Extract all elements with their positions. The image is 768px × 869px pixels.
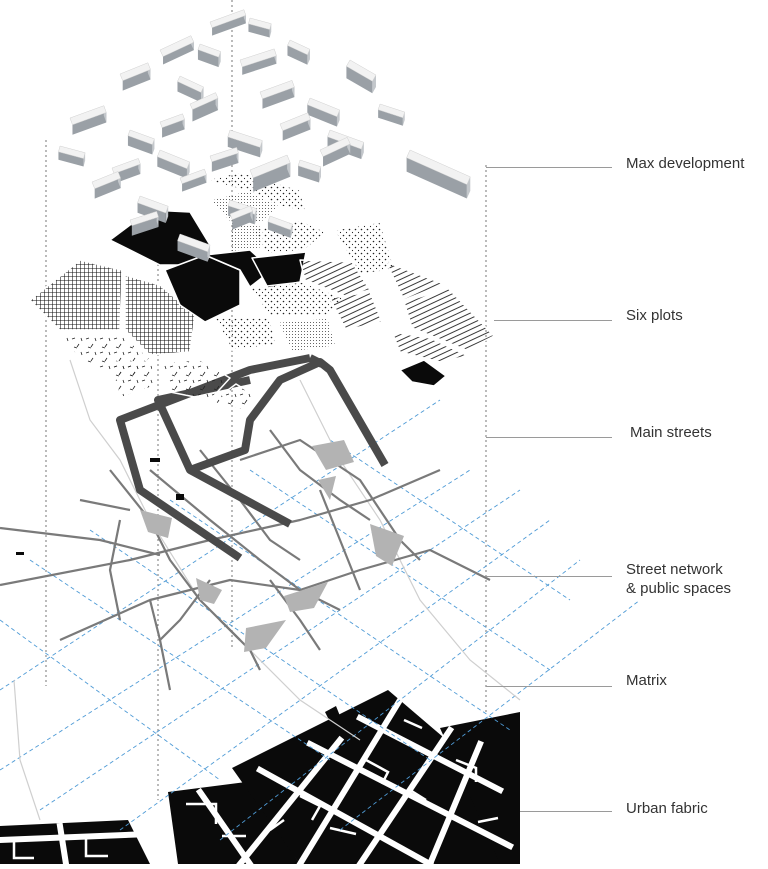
block-side [346, 66, 373, 94]
block-end [165, 206, 169, 224]
block-side [157, 156, 187, 179]
block-top [159, 35, 195, 57]
block-top [377, 103, 406, 119]
block-side [177, 240, 208, 262]
six-plots-label: Six plots [626, 307, 683, 324]
block-top [177, 233, 211, 253]
block-top [209, 9, 247, 28]
block-side [212, 15, 246, 36]
block-top [159, 113, 185, 128]
block-top [319, 136, 351, 157]
block-top [249, 154, 291, 179]
block-end [83, 152, 86, 167]
main-streets-leader [486, 437, 612, 438]
block-top [58, 145, 86, 159]
block-side [323, 143, 351, 167]
block-side [227, 136, 261, 158]
block-top [111, 158, 141, 174]
block-side [298, 165, 320, 183]
block-top [119, 62, 151, 82]
block-top [306, 97, 340, 117]
block-end [260, 140, 263, 158]
block-top [227, 129, 263, 148]
max-development-leader [486, 167, 612, 168]
block-side [162, 119, 185, 138]
block-top [239, 48, 277, 68]
urban-fabric-layer [0, 690, 520, 869]
block-side [262, 87, 295, 109]
block-top [69, 105, 107, 126]
block-top [179, 168, 207, 184]
max-development-layer [58, 9, 471, 262]
block-top [209, 147, 239, 163]
block-end [466, 176, 471, 199]
block-end [336, 109, 340, 127]
block-top [177, 75, 204, 93]
six-plots-leader [494, 320, 612, 321]
street-network-layer [0, 359, 521, 821]
block-side [94, 178, 121, 199]
block-top [248, 17, 272, 30]
block-end [372, 75, 376, 94]
main-streets-label: Main streets [630, 424, 712, 441]
block-side [253, 162, 291, 192]
block-side [177, 81, 202, 103]
block-end [254, 208, 257, 225]
block-side [378, 109, 403, 126]
block-side [267, 221, 291, 238]
block-end [269, 23, 272, 38]
matrix-label: Matrix [626, 672, 667, 689]
block-side [192, 98, 219, 122]
block-side [182, 174, 207, 192]
block-side [232, 211, 253, 230]
block-side [248, 23, 270, 38]
block-side [58, 151, 84, 167]
block-top [91, 171, 121, 190]
block-side [307, 104, 337, 127]
block-side [242, 55, 277, 75]
block-top [259, 80, 295, 100]
block-end [186, 161, 190, 179]
block-top [229, 205, 253, 220]
block-end [319, 166, 321, 183]
block-top [137, 195, 169, 214]
block-side [122, 69, 151, 91]
block-top [127, 129, 155, 145]
block-end [207, 244, 211, 262]
block-top [156, 149, 190, 169]
block-end [307, 49, 310, 65]
urban-fabric-leader [520, 811, 612, 812]
street-network-label: Street network & public spaces [626, 561, 732, 597]
block-side [197, 49, 219, 68]
block-side [287, 45, 308, 65]
street-network-leader [486, 576, 612, 577]
block-top [406, 149, 471, 185]
block-top [189, 92, 219, 110]
block-side [163, 42, 194, 65]
block-top [297, 159, 322, 173]
block-top [129, 211, 159, 227]
six-plots-layer [29, 171, 495, 411]
block-top [279, 112, 311, 132]
block-top [287, 39, 311, 56]
block-end [361, 142, 364, 160]
block-side [211, 153, 239, 172]
max-development-label: Max development [626, 155, 745, 172]
block-end [402, 112, 405, 126]
block-end [152, 138, 155, 155]
block-side [406, 157, 467, 199]
block-side [127, 135, 153, 155]
block-side [282, 119, 311, 141]
block-end [218, 51, 221, 68]
block-top [197, 43, 221, 58]
block-side [131, 217, 159, 236]
block-end [290, 224, 293, 238]
block-top [346, 59, 377, 82]
block-top [267, 215, 293, 231]
matrix-leader [486, 686, 612, 687]
urban-fabric-label: Urban fabric [626, 800, 708, 817]
block-side [72, 112, 107, 135]
